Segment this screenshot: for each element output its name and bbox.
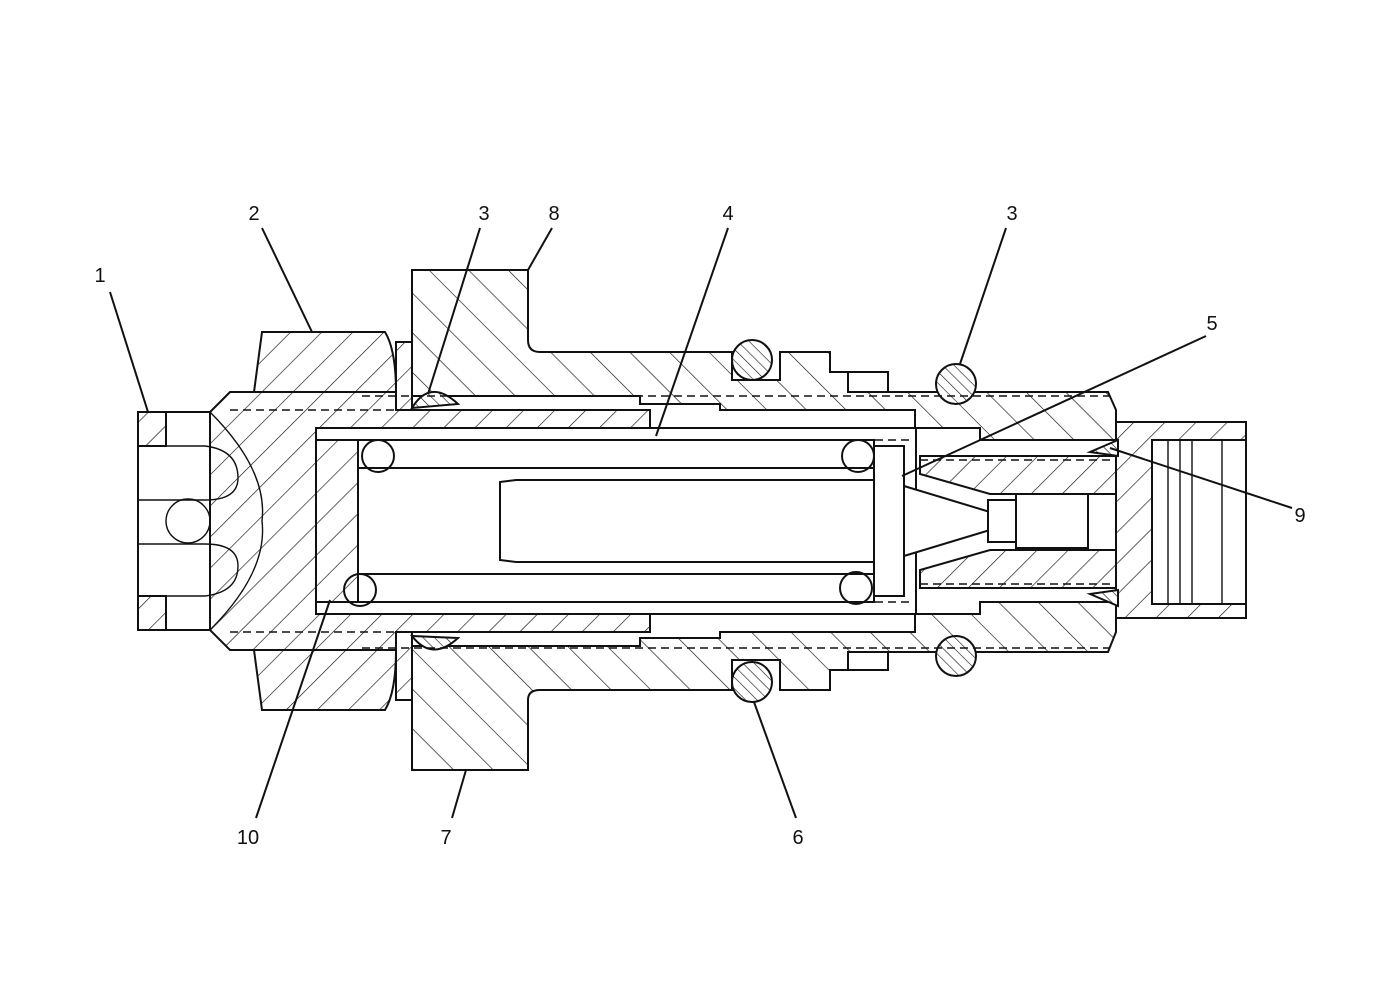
callout-8: 8 bbox=[548, 203, 559, 225]
callout-10: 10 bbox=[237, 827, 259, 849]
leader-1 bbox=[109, 291, 149, 413]
callout-3a: 3 bbox=[478, 203, 489, 225]
leader-8 bbox=[527, 227, 553, 271]
leader-2 bbox=[261, 227, 313, 333]
callout-1: 1 bbox=[94, 265, 105, 287]
callout-4: 4 bbox=[722, 203, 733, 225]
callout-labels: 1 2 3 8 4 3 5 9 10 7 6 bbox=[94, 203, 1305, 849]
callout-3b: 3 bbox=[1006, 203, 1017, 225]
callout-9: 9 bbox=[1294, 505, 1305, 527]
leader-lines bbox=[109, 227, 1293, 819]
leader-10 bbox=[255, 599, 331, 819]
callout-5: 5 bbox=[1206, 313, 1217, 335]
leader-9 bbox=[1109, 447, 1293, 509]
leader-4 bbox=[655, 227, 729, 437]
leader-7 bbox=[451, 769, 467, 819]
leader-3a bbox=[427, 227, 481, 395]
callout-7: 7 bbox=[440, 827, 451, 849]
leader-6 bbox=[753, 701, 797, 819]
callout-2: 2 bbox=[248, 203, 259, 225]
seals bbox=[409, 339, 1119, 703]
hidden-lines bbox=[230, 395, 1116, 649]
leader-5 bbox=[901, 335, 1207, 477]
leader-3b bbox=[959, 227, 1007, 365]
callout-6: 6 bbox=[792, 827, 803, 849]
seat-insert bbox=[919, 421, 1247, 619]
spring-housing bbox=[315, 427, 917, 615]
